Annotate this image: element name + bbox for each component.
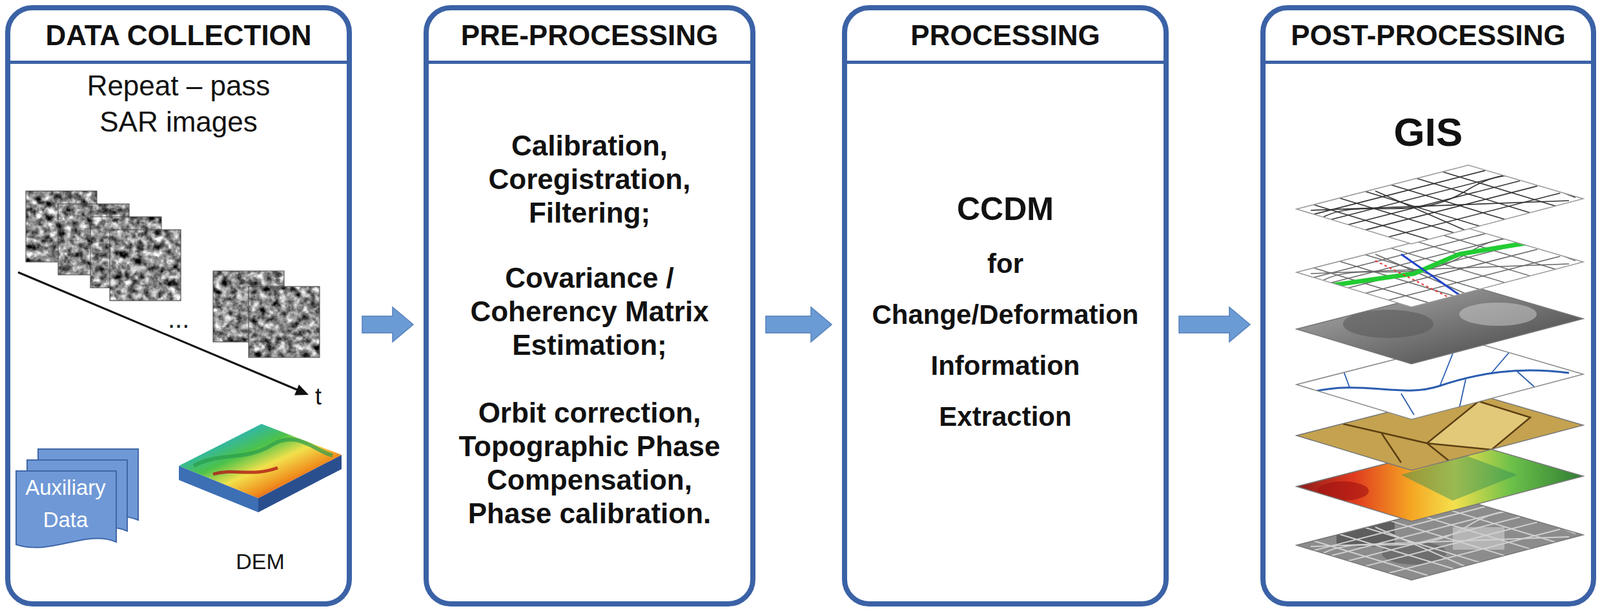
network-layer xyxy=(1296,228,1584,308)
document-text: Auxiliary Data xyxy=(17,471,114,537)
network-layer-part xyxy=(1296,228,1584,308)
document-sheet xyxy=(16,471,117,549)
river-layer-part xyxy=(1310,350,1570,416)
header-band: PRE-PROCESSING xyxy=(428,10,751,64)
network-layer-part xyxy=(1310,233,1576,303)
network-layer-part-part xyxy=(1310,233,1576,303)
aerial-layer-part xyxy=(1310,506,1576,576)
network-layer-part-part xyxy=(1401,254,1466,300)
street-layer-part xyxy=(1310,170,1576,240)
elevation-layer-part-part xyxy=(1317,481,1369,502)
time-axis-part xyxy=(294,384,309,396)
network-layer-part-part xyxy=(1375,260,1453,300)
sar-image-stack-part xyxy=(109,229,181,301)
street-layer xyxy=(1296,165,1584,245)
sar-image-stack-part xyxy=(248,286,320,358)
header-band: PROCESSING xyxy=(847,10,1164,64)
sar-image-stack xyxy=(25,191,320,358)
stage-panel: PROCESSING CCDM for Change/Deformation Inf… xyxy=(841,5,1169,607)
sar-image-stack-part xyxy=(248,286,320,358)
street-layer-part-part xyxy=(1310,170,1576,240)
gis-layer-stack xyxy=(1296,165,1584,581)
panel-text: Repeat – pass SAR images xyxy=(79,67,279,141)
ellipsis-label: ... xyxy=(167,306,190,332)
flow-arrow xyxy=(362,307,414,343)
stage-panel: PRE-PROCESSING Calibration, Coregistratio… xyxy=(423,5,756,607)
panel-heading: POST-PROCESSING xyxy=(1290,19,1566,52)
dem-terrain xyxy=(178,424,342,513)
terrain-layer-part xyxy=(1343,302,1537,339)
flow-arrow xyxy=(765,307,832,343)
network-layer-part xyxy=(1296,228,1584,308)
header-band: POST-PROCESSING xyxy=(1265,10,1591,64)
dem-terrain-part xyxy=(193,439,333,467)
header-band: DATA COLLECTION xyxy=(10,10,347,64)
panel-heading: PROCESSING xyxy=(910,19,1100,52)
river-layer-part-part xyxy=(1310,370,1570,393)
panel-text: CCDM xyxy=(847,189,1164,229)
panel-text: for Change/Deformation Information Extra… xyxy=(867,238,1144,443)
river-layer-part-part xyxy=(1343,350,1537,416)
document-label-area: Auxiliary Data xyxy=(15,470,116,538)
panel-text: Calibration, Coregistration, Filtering; xyxy=(450,129,729,230)
document-stack-shape xyxy=(15,448,141,558)
panel-heading: PRE-PROCESSING xyxy=(461,19,719,52)
panel-text: Orbit correction, Topographic Phase Comp… xyxy=(450,396,729,531)
network-layer-part-part xyxy=(1323,241,1537,287)
panel-text: Covariance / Coherency Matrix Estimation… xyxy=(450,261,729,363)
stage-panel: POST-PROCESSING GIS xyxy=(1260,5,1597,607)
aerial-layer-part-part xyxy=(1310,506,1576,576)
panel-text: GIS xyxy=(1265,108,1591,157)
dem-terrain-part xyxy=(213,468,278,475)
street-layer-part xyxy=(1296,165,1584,245)
time-axis-label: t xyxy=(315,383,322,411)
dem-terrain-part xyxy=(178,424,342,499)
panel-heading: DATA COLLECTION xyxy=(45,19,312,52)
terrain-layer-part-part xyxy=(1459,302,1537,327)
dem-label: DEM xyxy=(235,548,285,575)
sar-image-stack-part xyxy=(109,229,181,301)
street-layer-part xyxy=(1296,165,1584,245)
document-stack: Auxiliary Data xyxy=(15,448,138,549)
flow-arrow xyxy=(1179,307,1251,343)
